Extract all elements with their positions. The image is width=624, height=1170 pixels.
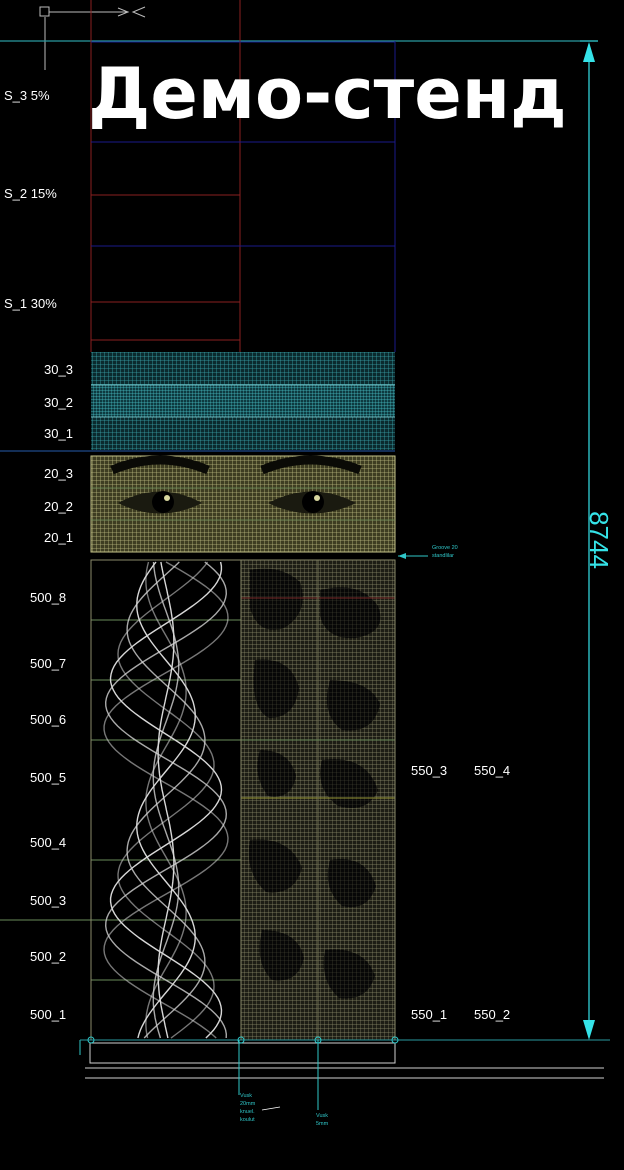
groove-callout: Groove 20 standlilar	[398, 545, 458, 559]
label-500-1: 500_1	[30, 1007, 66, 1022]
wave-strand	[157, 561, 175, 1039]
wave-strands	[103, 561, 229, 1039]
label-550-3: 550_3	[411, 763, 447, 778]
label-s3: S_3 5%	[4, 88, 50, 103]
bottom-callouts: Vusk 20mm knuel. koulut Vusk 5mm	[240, 1093, 329, 1127]
right-eye	[260, 455, 362, 514]
panel-labels: 550_3 550_4 550_1 550_2	[411, 763, 510, 1022]
callout-left-line4: koulut	[240, 1117, 255, 1123]
label-500-4: 500_4	[30, 835, 66, 850]
label-s2: S_2 15%	[4, 186, 57, 201]
wave-strand	[135, 561, 196, 1039]
camo-pattern	[248, 568, 381, 999]
page-title: Демо-стенд	[88, 53, 567, 135]
label-500-3: 500_3	[30, 893, 66, 908]
label-500-5: 500_5	[30, 770, 66, 785]
teal-mesh-block	[91, 352, 395, 450]
callout-right-line1: Vusk	[316, 1113, 328, 1119]
guide-lines	[90, 0, 396, 352]
label-20-2: 20_2	[44, 499, 73, 514]
callout-left-line2: 20mm	[240, 1101, 256, 1107]
label-500-2: 500_2	[30, 949, 66, 964]
origin-symbol	[39, 6, 146, 70]
label-500-8: 500_8	[30, 590, 66, 605]
height-dimension-value: 8744	[584, 511, 614, 569]
callout-right-line2: 5mm	[316, 1121, 329, 1127]
label-30-3: 30_3	[44, 362, 73, 377]
lower-column	[0, 559, 396, 1041]
label-500-6: 500_6	[30, 712, 66, 727]
groove-label-line1: Groove 20	[432, 545, 458, 551]
wave-strand	[103, 561, 229, 1039]
label-20-3: 20_3	[44, 466, 73, 481]
callout-left-line3: knuel.	[240, 1109, 255, 1115]
left-eye	[110, 455, 210, 514]
groove-label-line2: standlilar	[432, 553, 454, 559]
wave-strand	[126, 561, 206, 1039]
eyes-mesh-block	[90, 455, 396, 553]
wave-strand	[117, 561, 215, 1039]
label-500-7: 500_7	[30, 656, 66, 671]
label-s1: S_1 30%	[4, 296, 57, 311]
wave-strand	[152, 561, 180, 1039]
zone-labels: S_3 5% S_2 15% S_1 30% 30_3 30_2 30_1 20…	[4, 88, 73, 1022]
label-550-2: 550_2	[474, 1007, 510, 1022]
height-dimension: 8744	[580, 40, 614, 1040]
base-structure	[79, 1036, 610, 1110]
label-30-1: 30_1	[44, 426, 73, 441]
wave-strand	[145, 561, 187, 1039]
label-30-2: 30_2	[44, 395, 73, 410]
wave-strand	[104, 561, 228, 1039]
label-20-1: 20_1	[44, 530, 73, 545]
callout-left-line1: Vusk	[240, 1093, 252, 1099]
label-550-1: 550_1	[411, 1007, 447, 1022]
label-550-4: 550_4	[474, 763, 510, 778]
